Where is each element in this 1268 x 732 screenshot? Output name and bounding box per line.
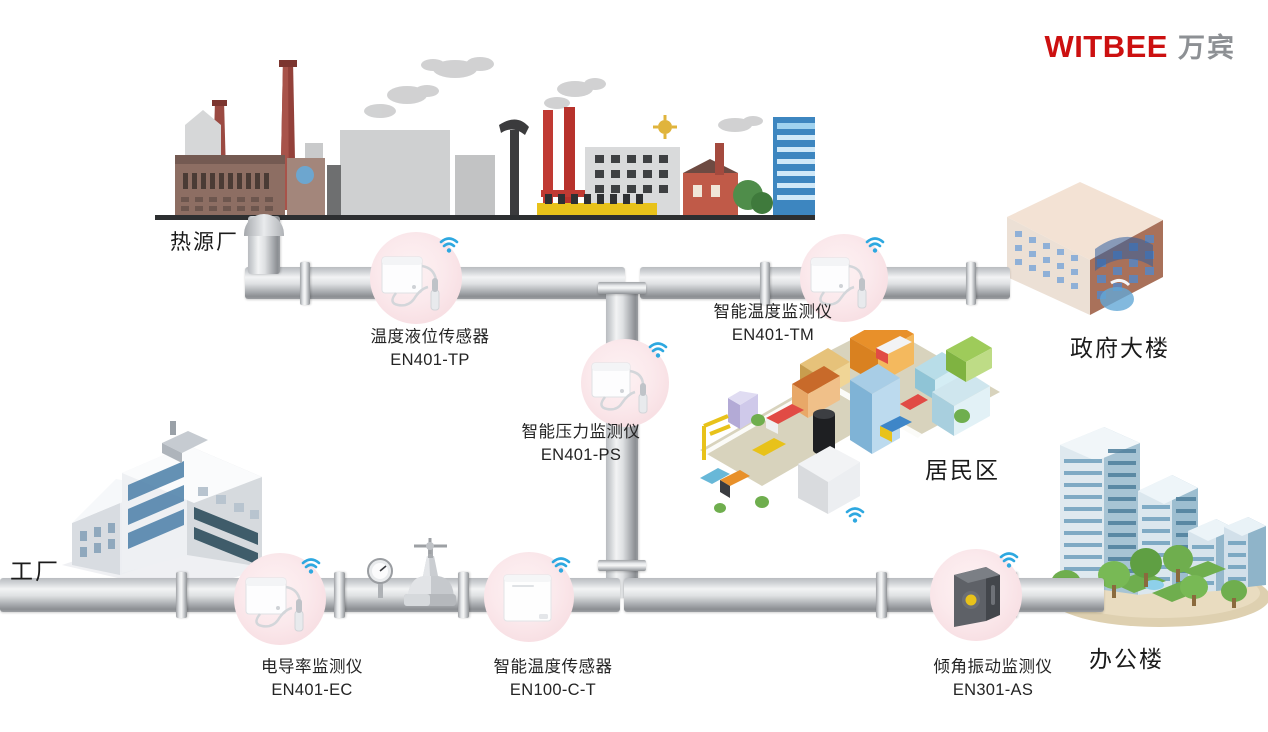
sensor-name-en401-tm: 智能温度监测仪 xyxy=(713,303,833,321)
pipe-flange-2 xyxy=(334,572,345,618)
sensor-device-en301-as-icon xyxy=(954,567,1000,627)
pipe-flange-upper-1 xyxy=(300,262,310,305)
sensor-badge-en401-ps[interactable] xyxy=(581,339,669,427)
wifi-icon xyxy=(551,557,571,573)
sensor-model-en401-ec: EN401-EC xyxy=(271,681,353,700)
wifi-icon xyxy=(301,558,321,574)
sensor-name-en401-ec: 电导率监测仪 xyxy=(261,658,363,676)
sensor-badge-en100-c-t[interactable] xyxy=(484,552,574,642)
sensor-model-en401-ps: EN401-PS xyxy=(540,446,622,465)
pipe-lower-collar xyxy=(598,560,646,571)
pipe-lower-right xyxy=(624,578,1104,612)
sensor-badge-en301-as[interactable] xyxy=(930,549,1022,641)
sensor-badge-en401-ec[interactable] xyxy=(234,553,326,645)
pipe-tee-collar xyxy=(598,282,646,294)
wifi-icon xyxy=(648,342,668,358)
pipe-flange-3 xyxy=(458,572,469,618)
sensor-name-en401-ps: 智能压力监测仪 xyxy=(521,423,641,441)
sensor-badge-en401-tm[interactable] xyxy=(800,234,888,322)
office-towers-illustration xyxy=(1050,427,1268,627)
sensor-badge-en401-tp[interactable] xyxy=(370,232,462,324)
zone-label-government-building: 政府大楼 xyxy=(1070,335,1170,361)
pipe-vertical-trunk xyxy=(606,286,638,598)
wifi-icon xyxy=(999,552,1019,568)
sensor-caption-en401-ps: 智能压力监测仪 EN401-PS xyxy=(491,421,671,468)
industrial-skyline-illustration xyxy=(155,57,815,220)
sensor-model-en401-tm: EN401-TM xyxy=(731,326,815,345)
factory-building-illustration xyxy=(62,421,277,593)
sensor-device-en401-tp-icon xyxy=(381,256,440,311)
zone-label-office-building: 办公楼 xyxy=(1089,646,1164,672)
brand-name-en: WITBEE xyxy=(1044,29,1168,64)
pipe-elbow-top-left xyxy=(244,214,284,236)
sensor-caption-en401-tp: 温度液位传感器 EN401-TP xyxy=(340,326,520,373)
brand-name-cn: 万宾 xyxy=(1178,33,1236,63)
zone-label-factory: 工厂 xyxy=(10,558,60,584)
sensor-caption-en100-c-t: 智能温度传感器 EN100-C-T xyxy=(463,656,643,703)
sensor-name-en401-tp: 温度液位传感器 xyxy=(370,328,490,346)
sensor-caption-en401-ec: 电导率监测仪 EN401-EC xyxy=(222,656,402,703)
sensor-name-en301-as: 倾角振动监测仪 xyxy=(933,658,1053,676)
pipe-flange-upper-2 xyxy=(760,262,770,305)
wifi-icon xyxy=(865,237,885,253)
brand-logo: WITBEE 万宾 xyxy=(1044,26,1236,65)
sensor-model-en301-as: EN301-AS xyxy=(952,681,1034,700)
government-building-illustration xyxy=(1007,182,1163,315)
sensor-device-en100-c-t-icon xyxy=(503,574,552,622)
zone-label-residential-area: 居民区 xyxy=(925,457,1000,483)
wifi-icon xyxy=(439,237,459,253)
sensor-device-en401-ps-icon xyxy=(591,362,648,414)
sensor-device-en401-tm-icon xyxy=(810,257,867,309)
sensor-caption-en401-tm: 智能温度监测仪 EN401-TM xyxy=(683,301,863,348)
residential-area-illustration xyxy=(700,330,1000,514)
pipe-flange-4 xyxy=(876,572,887,618)
zone-label-heat-source-plant: 热源厂 xyxy=(170,231,239,254)
pipe-flange-upper-3 xyxy=(966,262,976,305)
sensor-device-en401-ec-icon xyxy=(245,577,304,632)
wifi-icon-residential xyxy=(845,507,865,523)
sensor-caption-en301-as: 倾角振动监测仪 EN301-AS xyxy=(903,656,1083,703)
pipe-flange-1 xyxy=(176,572,187,618)
pipe-valve-assembly xyxy=(367,538,456,606)
sensor-name-en100-c-t: 智能温度传感器 xyxy=(493,658,613,676)
sensor-model-en100-c-t: EN100-C-T xyxy=(509,681,597,700)
sensor-model-en401-tp: EN401-TP xyxy=(390,351,470,370)
